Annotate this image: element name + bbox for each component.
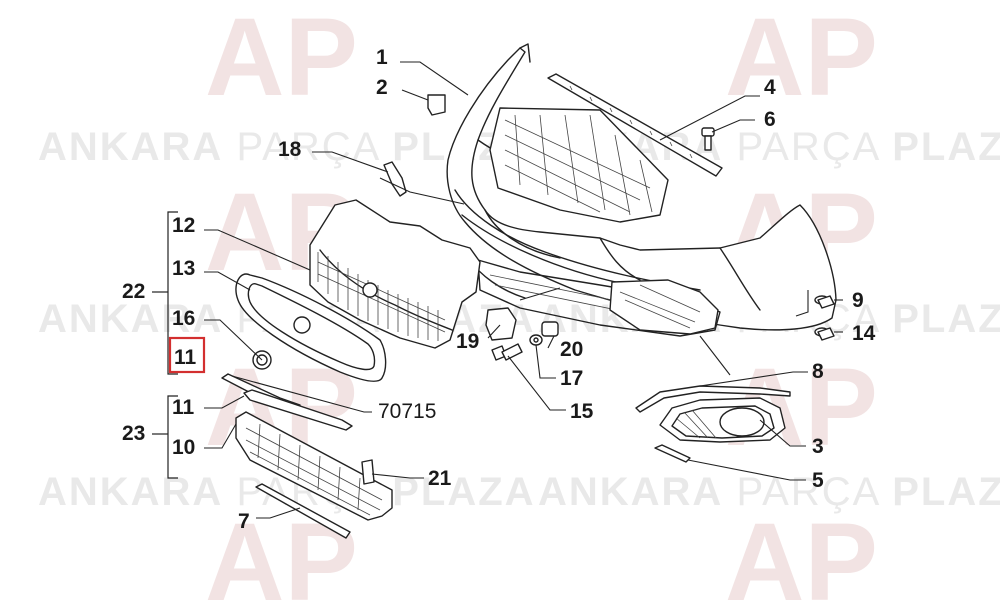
part-pin-14: [814, 327, 835, 341]
part-bumper: [446, 43, 837, 331]
watermark-logo: AP: [725, 0, 878, 119]
callout-10: 10: [172, 436, 195, 459]
part-foglight-bottom: [654, 444, 691, 463]
part-bolt-6: [701, 127, 715, 151]
callout-11-upper: 11: [174, 346, 197, 369]
callout-ref: 70715: [378, 400, 436, 423]
part-pin-9: [814, 295, 835, 309]
watermark-logo: AP: [205, 501, 358, 600]
part-washer-17: [529, 334, 543, 346]
part-screw-15: [491, 343, 523, 361]
svg-text:ANKARA PARÇA PLAZA: ANKARA PARÇA PLAZA: [538, 470, 1000, 514]
callout-8: 8: [812, 360, 824, 383]
watermark-logo: AP: [205, 0, 358, 119]
part-upper-grille: [309, 199, 481, 349]
part-grille-frame: [235, 273, 387, 382]
highlight-box: [168, 336, 206, 374]
callout-13: 13: [172, 257, 195, 280]
callout-5: 5: [812, 469, 824, 492]
callout-23: 23: [122, 422, 145, 445]
callout-7: 7: [238, 510, 250, 533]
callout-1: 1: [376, 46, 388, 69]
part-bottom-trim: [255, 483, 351, 539]
group-bracket-23: [152, 395, 178, 479]
callout-14: 14: [852, 322, 876, 345]
part-lower-grille: [235, 411, 393, 521]
watermark-logo: AP: [725, 501, 878, 600]
callout-11-lower: 11: [172, 396, 195, 419]
callout-19: 19: [456, 330, 479, 353]
callout-15: 15: [570, 400, 594, 423]
part-foglight-housing: [609, 279, 719, 335]
callout-21: 21: [428, 467, 452, 490]
callout-6: 6: [764, 108, 776, 131]
callout-18: 18: [278, 138, 302, 161]
part-upper-strip: [547, 73, 723, 177]
part-foglight-bezel: [659, 397, 786, 443]
callout-20: 20: [560, 338, 583, 361]
callout-2: 2: [376, 76, 388, 99]
callout-4: 4: [764, 76, 776, 99]
callout-9: 9: [852, 289, 864, 312]
part-bumper-absorber: [489, 107, 669, 223]
part-foglight-strip: [635, 385, 791, 413]
callout-16: 16: [172, 307, 195, 330]
callout-12: 12: [172, 214, 195, 237]
callout-17: 17: [560, 367, 583, 390]
group-bracket-22: [152, 211, 178, 375]
part-clip-2: [427, 94, 446, 116]
part-bushing-20: [541, 321, 559, 337]
leader-lines: [204, 61, 843, 519]
callout-labels: 1 2 4 6 18 12 13 22 16 11 11 23 10 7 707…: [122, 46, 876, 533]
part-clip-21: [361, 459, 375, 485]
part-trim-strip-lower: [243, 389, 353, 431]
callout-22: 22: [122, 280, 145, 303]
callout-3: 3: [812, 435, 824, 458]
